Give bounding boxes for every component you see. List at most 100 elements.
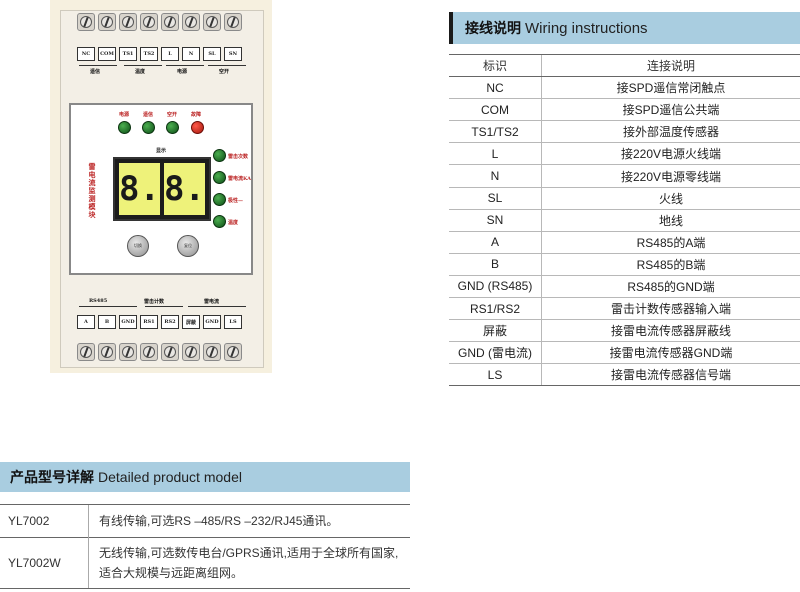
model-title-en: Detailed product model — [98, 469, 242, 485]
screw-terminal — [224, 13, 242, 31]
terminal-group-label: 空开 — [219, 69, 230, 75]
connection-cell: RS485的B端 — [541, 253, 800, 276]
connection-cell: 接雷电流传感器信号端 — [541, 363, 800, 387]
terminal-id-cell: LS — [449, 363, 542, 387]
terminal-id-cell: L — [449, 142, 542, 166]
connection-cell: 接220V电源零线端 — [541, 164, 800, 188]
terminal-label: RS2 — [161, 315, 179, 329]
model-code-cell: YL7002 — [0, 504, 89, 538]
connection-cell: 接SPD遥信公共端 — [541, 98, 800, 122]
table-row: GND (雷电流)接雷电流传感器GND端 — [449, 341, 800, 365]
device-vertical-title: 雷电流监测模块 — [88, 163, 97, 219]
table-row: GND (RS485)RS485的GND端 — [449, 275, 800, 299]
screw-terminal — [161, 13, 179, 31]
terminal-label: NC — [77, 47, 95, 61]
terminal-group-label: 温度 — [135, 69, 146, 75]
terminal-id-cell: SL — [449, 187, 542, 210]
connection-cell: 接220V电源火线端 — [541, 142, 800, 166]
terminal-label: TS2 — [140, 47, 158, 61]
breaker-led-icon — [166, 121, 179, 134]
column-header: 标识 — [449, 53, 542, 78]
terminal-label: COM — [98, 47, 116, 61]
led-label: 遥信 — [143, 112, 154, 118]
display-digit: 8. — [164, 163, 205, 215]
terminal-label: GND — [203, 315, 221, 329]
led-label: 电源 — [119, 112, 130, 118]
terminal-label: B — [98, 315, 116, 329]
table-row: 屏蔽接雷电流传感器屏蔽线 — [449, 319, 800, 343]
terminal-id-cell: GND (雷电流) — [449, 341, 542, 365]
terminal-label: GND — [119, 315, 137, 329]
switch-button: 切换 — [127, 235, 149, 257]
terminal-label: 屏蔽 — [182, 315, 200, 329]
model-code-cell: YL7002W — [0, 537, 89, 589]
terminal-group-label: 电源 — [177, 69, 188, 75]
display-digit: 8. — [119, 163, 160, 215]
model-description-cell: 有线传输,可选RS –485/RS –232/RJ45通讯。 — [88, 504, 410, 538]
screw-terminal — [140, 343, 158, 361]
reset-button: 复位 — [177, 235, 199, 257]
table-row: YL7002W 无线传输,可选数传电台/GPRS通讯,适用于全球所有国家,适合大… — [0, 537, 410, 589]
terminal-label: SN — [224, 47, 242, 61]
device-front-panel: 电源 遥信 空开 故障 雷电流监测模块 显示 8. 8. 雷击次数 雷电流KA … — [69, 103, 253, 275]
top-screw-row — [77, 13, 247, 33]
terminal-label: L — [161, 47, 179, 61]
lightning-monitor-device: NC COM TS1 TS2 L N SL SN 遥信 温度 电源 空开 电源 … — [60, 10, 264, 368]
connection-cell: 接雷电流传感器GND端 — [541, 341, 800, 365]
led-label: 极性— — [228, 198, 244, 204]
screw-terminal — [182, 343, 200, 361]
terminal-label: A — [77, 315, 95, 329]
terminal-id-cell: N — [449, 164, 542, 188]
screw-terminal — [98, 13, 116, 31]
led-label: 雷电流KA — [228, 176, 252, 182]
led-label: 温度 — [228, 220, 239, 226]
terminal-id-cell: RS1/RS2 — [449, 297, 542, 321]
screw-terminal — [119, 343, 137, 361]
led-label: 空开 — [167, 112, 178, 118]
terminal-label: SL — [203, 47, 221, 61]
terminal-id-cell: B — [449, 253, 542, 276]
column-header: 连接说明 — [541, 53, 800, 78]
bottom-terminal-labels: A B GND RS1 RS2 屏蔽 GND LS — [77, 315, 247, 329]
terminal-id-cell: SN — [449, 209, 542, 232]
screw-terminal — [77, 343, 95, 361]
wiring-title-en: Wiring instructions — [525, 20, 648, 37]
screw-terminal — [77, 13, 95, 31]
power-led-icon — [118, 121, 131, 134]
fault-led-icon — [191, 121, 204, 134]
terminal-id-cell: GND (RS485) — [449, 275, 542, 299]
terminal-group-label: 遥信 — [90, 69, 101, 75]
connection-cell: 接外部温度传感器 — [541, 120, 800, 144]
terminal-label: LS — [224, 315, 242, 329]
model-title-cn: 产品型号详解 — [10, 470, 94, 486]
terminal-id-cell: NC — [449, 76, 542, 100]
wiring-title-cn: 接线说明 — [465, 21, 521, 37]
screw-terminal — [203, 343, 221, 361]
screw-terminal — [119, 13, 137, 31]
terminal-label: TS1 — [119, 47, 137, 61]
connection-cell: 火线 — [541, 187, 800, 210]
current-ka-led-icon — [213, 171, 226, 184]
seven-segment-display: 8. 8. — [113, 157, 211, 221]
screw-terminal — [203, 13, 221, 31]
connection-cell: 地线 — [541, 209, 800, 232]
screw-terminal — [224, 343, 242, 361]
header-accent-bar — [449, 12, 453, 44]
screw-terminal — [161, 343, 179, 361]
table-row: YL7002 有线传输,可选RS –485/RS –232/RJ45通讯。 — [0, 504, 410, 538]
terminal-group-label: 雷击计数 — [144, 299, 165, 305]
model-description-cell: 无线传输,可选数传电台/GPRS通讯,适用于全球所有国家,适合大规模与远距离组网… — [88, 537, 410, 589]
